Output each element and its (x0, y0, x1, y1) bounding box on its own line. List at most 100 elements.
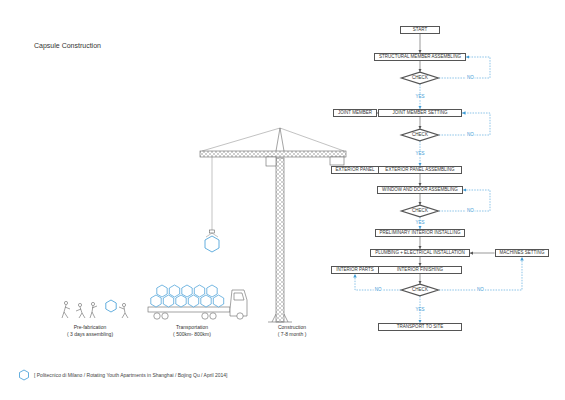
node-text: EXTERIOR PANEL ASSEMBLING (385, 168, 454, 173)
capsule (201, 295, 211, 307)
node-text: JOINT MEMBER SETTING (392, 111, 447, 116)
capsule (213, 295, 223, 307)
node-text: CHECK (412, 76, 428, 81)
node-text: TRANSPORT TO SITE (397, 325, 444, 330)
process-box: INTERIOR PARTS (331, 266, 379, 274)
capsule (176, 295, 186, 307)
process-box: PLUMBING + ELECTRICAL INSTALLATION (370, 249, 470, 257)
capsule-load (151, 285, 224, 307)
node-text: PLUMBING + ELECTRICAL INSTALLATION (375, 251, 465, 256)
process-box: JOINT MEMBER SETTING (378, 109, 462, 117)
diamond-shape (402, 284, 439, 296)
stage-label: ( 3 days assembling) (67, 331, 113, 337)
process-box: JOINT MEMBER (333, 109, 377, 117)
edge-label: NO (466, 209, 475, 214)
crane-peak (276, 128, 284, 151)
wheel (154, 313, 160, 319)
hook-block (210, 230, 215, 233)
crane-base (268, 314, 292, 322)
hook-cable (212, 157, 213, 230)
wheel (202, 313, 208, 319)
capsule (194, 285, 204, 297)
capsule (188, 295, 198, 307)
connector (420, 274, 421, 284)
crane-jib (200, 151, 346, 157)
stage-label: Transportation (176, 324, 208, 330)
node-text: STRUCTURAL MEMBER ASSEMBLING (379, 55, 461, 60)
diamond-shape (402, 72, 439, 84)
edge-label: YES (414, 307, 425, 312)
capsule (169, 285, 179, 297)
edge-label: NO (476, 288, 485, 293)
node-text: INTERIOR PARTS (336, 268, 374, 273)
truck-window (234, 293, 244, 300)
process-box: MACHINES SETTING (495, 249, 550, 257)
edge-label: YES (414, 94, 425, 99)
caption-icon (20, 370, 29, 380)
worker (90, 306, 97, 318)
connector (470, 253, 495, 254)
connector (420, 174, 421, 186)
edge-label: YES (414, 151, 425, 156)
wheel (210, 313, 216, 319)
stage-label: ( 7-8 month ) (278, 331, 307, 337)
crane-cable (202, 128, 344, 151)
diamond-shape (402, 129, 439, 141)
node-text: CHECK (412, 133, 428, 138)
decision-diamond: CHECK (401, 129, 439, 141)
process-box: EXTERIOR PANEL ASSEMBLING (378, 166, 462, 174)
capsule (157, 285, 167, 297)
edge-label: YES (414, 221, 425, 226)
process-box: START (400, 26, 440, 34)
counterweight (330, 157, 344, 165)
process-box: STRUCTURAL MEMBER ASSEMBLING (374, 53, 466, 61)
capsule (182, 285, 192, 297)
capsule (205, 236, 219, 252)
diamond-shape (402, 205, 439, 217)
node-text: CHECK (412, 209, 428, 214)
process-box: INTERIOR FINISHING (378, 266, 462, 274)
process-box: EXTERIOR PANEL (331, 166, 380, 174)
edge-label: NO (466, 76, 475, 81)
connector (420, 34, 421, 53)
worker (62, 305, 70, 318)
caption: [ Politecnico di Milano / Rotating Youth… (34, 372, 227, 378)
stage-label: Construction (278, 324, 306, 330)
process-box: PRELIMINARY INTERIOR INSTALLING (375, 229, 466, 237)
worker (76, 307, 85, 318)
wheel (237, 313, 243, 319)
worker (91, 302, 94, 305)
worker (64, 301, 67, 304)
crane-mast (276, 158, 284, 322)
capsule (207, 285, 217, 297)
worker (122, 303, 125, 306)
edge-label: NO (466, 133, 475, 138)
prefab-figures (62, 300, 128, 318)
node-text: WINDOW AND DOOR ASSEMBLING (382, 188, 458, 193)
node-text: INTERIOR FINISHING (397, 268, 443, 273)
capsule (163, 295, 173, 307)
edge-label: NO (374, 288, 383, 293)
node-text: PRELIMINARY INTERIOR INSTALLING (380, 231, 461, 236)
trailer (148, 307, 230, 312)
node-text: MACHINES SETTING (500, 251, 545, 256)
process-box: TRANSPORT TO SITE (378, 323, 462, 331)
capsule (106, 300, 116, 312)
worker (78, 303, 81, 306)
wheel (162, 313, 168, 319)
node-text: START (413, 28, 427, 33)
crane (200, 128, 346, 322)
stage-label: Pre-fabrication (74, 324, 107, 330)
crane-cab (266, 157, 276, 166)
node-text: EXTERIOR PANEL (336, 168, 375, 173)
connector (420, 117, 421, 129)
title: Capsule Construction (34, 42, 101, 49)
stage-label: ( 500km- 800km) (173, 331, 211, 337)
decision-diamond: CHECK (401, 284, 439, 296)
connector (420, 194, 421, 205)
connector (419, 237, 420, 249)
